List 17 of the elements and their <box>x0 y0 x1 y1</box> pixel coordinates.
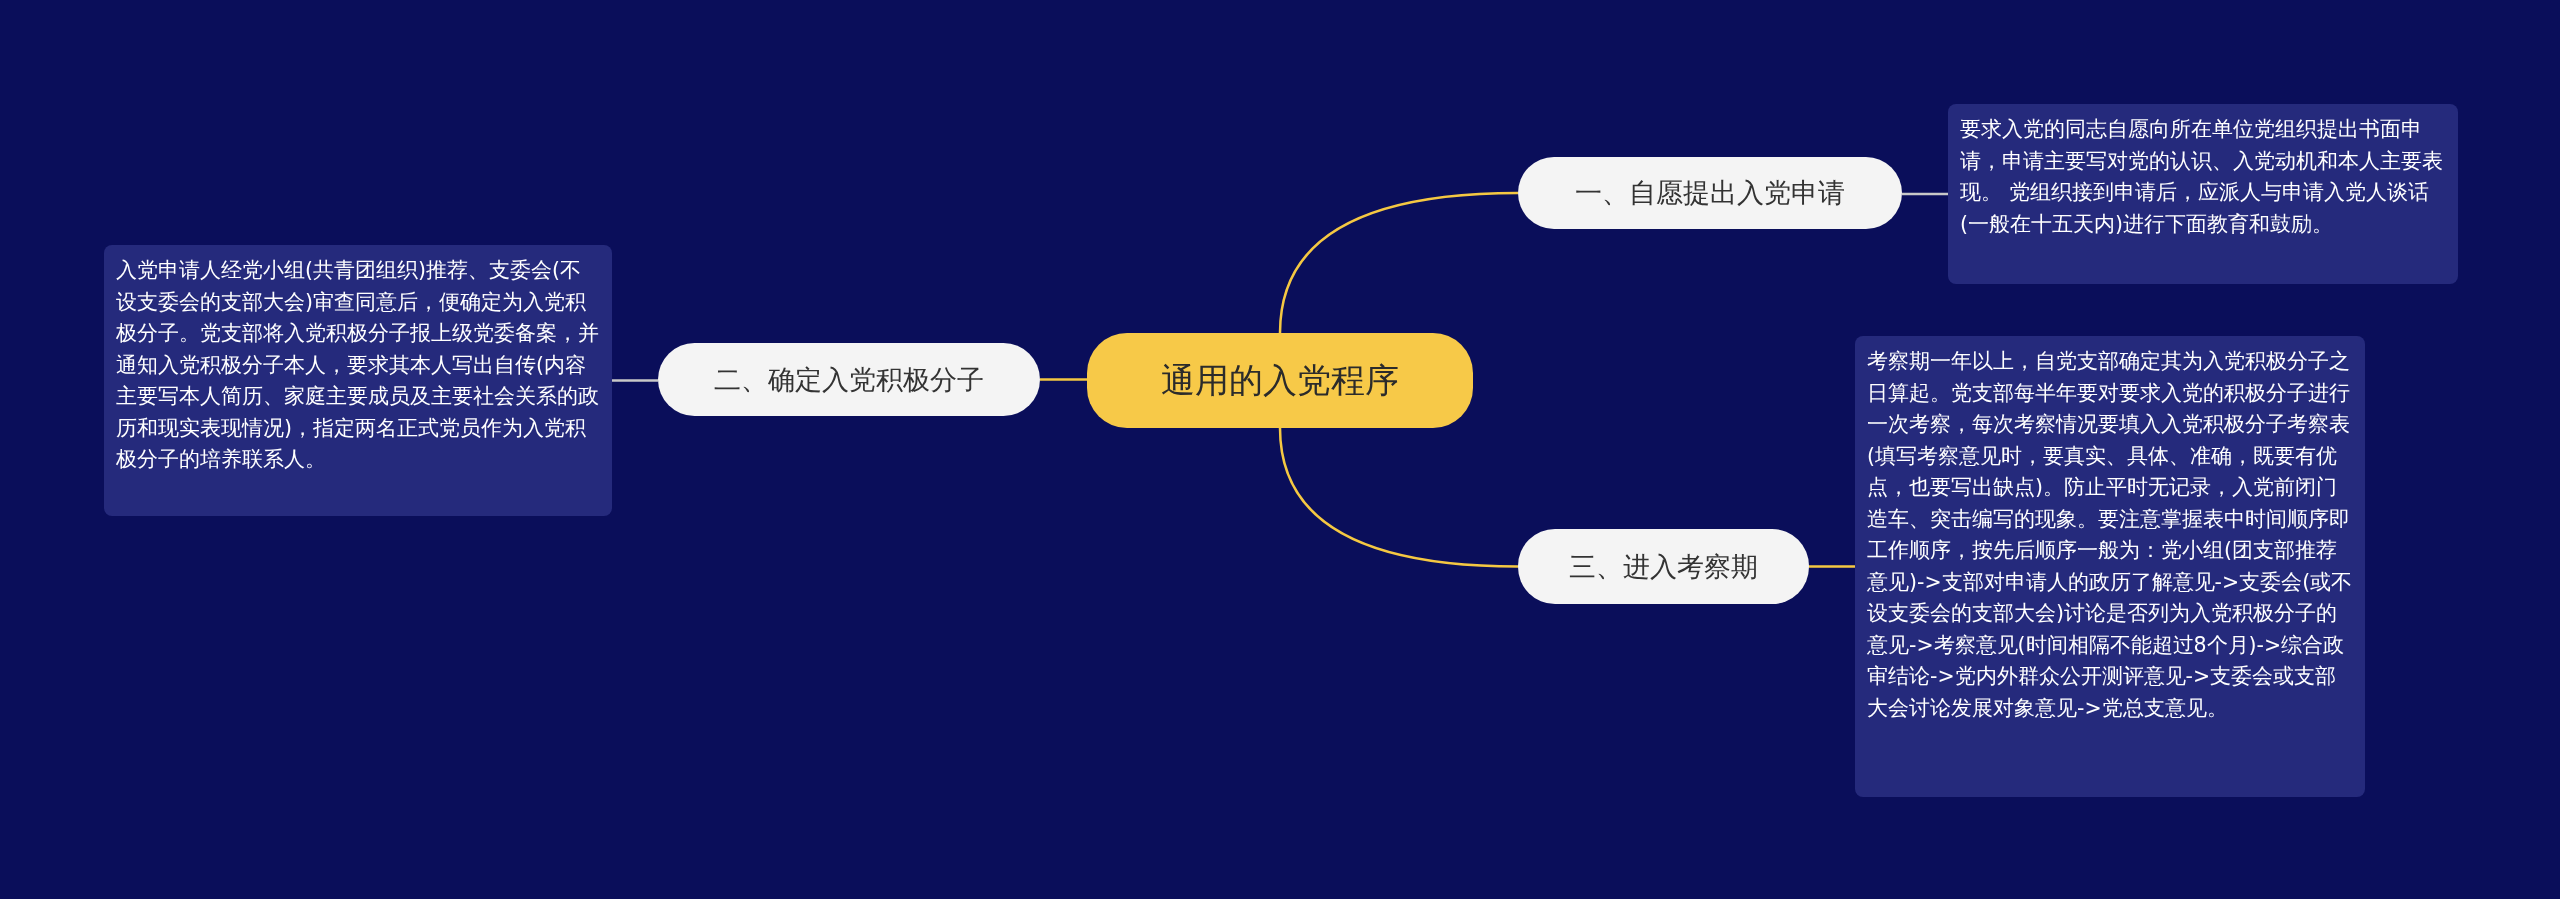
connector-line <box>1040 378 1087 381</box>
description-text: 要求入党的同志自愿向所在单位党组织提出书面申请，申请主要写对党的认识、入党动机和本人主要表现。 党组织接到申请后，应派人与申请入党人谈话(一般在十五天内)进行下面教育和鼓励。 <box>1960 116 2444 238</box>
description-card <box>1948 104 2458 284</box>
topic-title: 通用的入党程序 <box>1161 358 1399 402</box>
description-card <box>104 245 612 516</box>
connector-line <box>1278 191 1519 334</box>
topic-label: 二、确定入党积极分子 <box>714 362 984 397</box>
topic-label: 一、自愿提出入党申请 <box>1575 176 1845 210</box>
connector-line <box>1809 565 1855 568</box>
central-topic-pill <box>1087 333 1473 428</box>
connector-line <box>1902 192 1948 196</box>
description-card <box>1855 336 2365 797</box>
connector-line <box>612 379 658 382</box>
description-text: 考察期一年以上，自党支部确定其为入党积极分子之日算起。党支部每半年要对要求入党的积极分子进行一次考察，每次考察情况要填入入党积极分子考察表(填写考察意见时，要真实、具体、准确，既要有优点，也要写出缺点)。防止平时无记录，入党前闭门造车、突击编写的现象。要注意掌握表中时间顺序即工作顺序，按先后顺序一般为：党小组(团支部推荐意见)->支部对申请人的政历了解意见->支委会(或不设支委会的支部大会)讨论是否列为入党积极分子的意见->考察意见(时间相隔不能超过8个月)->综合政审结论->党内外群众公开测评意见->支委会或支部大会讨论发展对象意见->党总支意见。 <box>1867 348 2353 722</box>
description-text: 入党申请人经党小组(共青团组织)推荐、支委会(不设支委会的支部大会)审查同意后，便确定为入党积极分子。党支部将入党积极分子报上级党委备案，并通知入党积极分子本人，要求其本人写出自传(内容主要写本人简历、家庭主要成员及主要社会关系的政历和现实表现情况)，指定两名正式党员作为入党积极分子的培养联系人。 <box>116 257 600 473</box>
connector-line <box>1278 427 1519 568</box>
topic-label: 三、进入考察期 <box>1569 549 1758 584</box>
